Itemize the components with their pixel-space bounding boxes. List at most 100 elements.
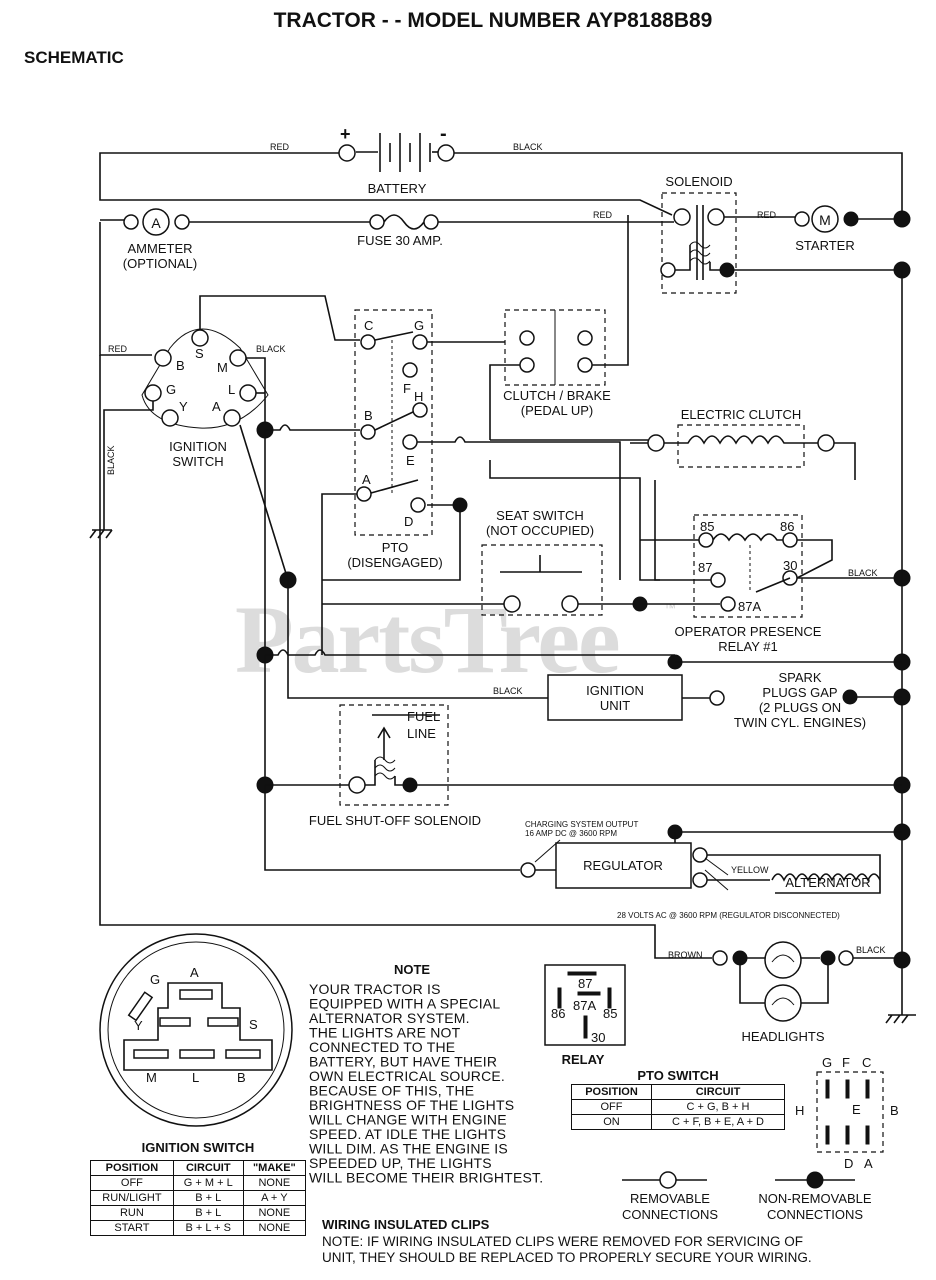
starter-label: STARTER [795,238,854,253]
spark-label-1: SPARK [778,670,821,685]
wire-brown: BROWN [668,950,703,960]
table-row: RUN/LIGHT B + L A + Y [90,1190,307,1206]
spark-label-2: PLUGS GAP [762,685,837,700]
table-cell: G + M + L [172,1175,244,1191]
battery-plus: + [340,124,351,144]
pto-terminal-c: C [364,318,373,333]
relay-diagram-title: RELAY [562,1052,605,1067]
legend-removable-2: CONNECTIONS [622,1207,718,1222]
wire-black-ignunit: BLACK [493,686,523,696]
ign-terminal-b: B [176,358,185,373]
ign-table-header: "MAKE" [242,1160,307,1176]
note-line: BATTERY, BUT HAVE THEIR [309,1054,497,1070]
regulator-label: REGULATOR [583,858,663,873]
pto-terminal-f: F [403,381,411,396]
table-cell: NONE [242,1205,307,1221]
ignition-switch-table-title: IGNITION SWITCH [142,1140,255,1155]
pto-label-1: PTO [382,540,409,555]
alternator: ALTERNATOR [771,873,881,890]
table-row: START B + L + S NONE [90,1220,307,1236]
note-line: SPEEDED UP, THE LIGHTS [309,1155,492,1171]
wire-black-headlights: BLACK [856,945,886,955]
table-cell: RUN/LIGHT [90,1190,174,1206]
electric-clutch-label: ELECTRIC CLUTCH [681,407,802,422]
clutch-brake-label-1: CLUTCH / BRAKE [503,388,611,403]
watermark-tm: ™ [664,601,676,615]
ignition-switch-face: G A Y S M L B [99,933,293,1127]
ignition-unit-label-2: UNIT [600,698,630,713]
ammeter-symbol: A [151,215,161,231]
switch-face-y: Y [134,1018,143,1033]
legend-nonremovable-1: NON-REMOVABLE [758,1191,871,1206]
relay-terminal-85: 85 [700,519,714,534]
wire-black-ground: BLACK [106,445,116,475]
switch-face-a: A [190,965,199,980]
clutch-brake-switch: CLUTCH / BRAKE (PEDAL UP) [503,309,611,418]
ignition-switch: S B M G L Y A IGNITION SWITCH [141,328,269,469]
pto-pin-e: E [852,1102,861,1117]
pto-terminal-e: E [406,453,415,468]
note-line: WILL CHANGE WITH ENGINE [309,1112,507,1128]
headlights-label: HEADLIGHTS [741,1029,824,1044]
seat-switch-label-2: (NOT OCCUPIED) [486,523,594,538]
table-cell: NONE [242,1175,307,1191]
ign-table-header: POSITION [90,1160,174,1176]
note-line: THE LIGHTS ARE NOT [309,1025,461,1041]
table-cell: B + L [172,1190,244,1206]
starter: M STARTER [794,205,859,253]
switch-face-m: M [146,1070,157,1085]
relay-terminal-30: 30 [783,558,797,573]
fuel-solenoid-label: FUEL SHUT-OFF SOLENOID [309,813,481,828]
wire-red-solenoid: RED [593,210,613,220]
wire-red-ign: RED [108,344,128,354]
wire-yellow: YELLOW [731,865,769,875]
note-title: NOTE [394,962,430,977]
page-title: TRACTOR - - MODEL NUMBER AYP8188B89 [274,9,713,32]
clips-line-1: NOTE: IF WIRING INSULATED CLIPS WERE REM… [322,1234,803,1249]
table-cell: ON [571,1114,652,1130]
relay-pin-87: 87 [578,976,592,991]
ammeter-optional: (OPTIONAL) [123,256,197,271]
pto-pin-f: F [842,1055,850,1070]
clutch-brake-label-2: (PEDAL UP) [521,403,593,418]
battery-minus: - [440,123,447,145]
switch-face-g: G [150,972,160,987]
relay-terminal-86: 86 [780,519,794,534]
note-line: EQUIPPED WITH A SPECIAL [309,996,500,1012]
switch-face-l: L [192,1070,199,1085]
ignition-switch-label-2: SWITCH [172,454,223,469]
headlights: HEADLIGHTS [739,941,829,1044]
legend-removable-1: REMOVABLE [630,1191,710,1206]
ign-terminal-m: M [217,360,228,375]
pto-switch-table: POSITION CIRCUIT OFF C + G, B + H ON C +… [571,1084,786,1130]
table-row: ON C + F, B + E, A + D [571,1114,786,1130]
ignition-switch-label-1: IGNITION [169,439,227,454]
ign-terminal-a: A [212,399,221,414]
ign-table-header: CIRCUIT [172,1160,244,1176]
table-cell: RUN [90,1205,174,1221]
pto-pin-c: C [862,1055,871,1070]
table-cell: B + L + S [172,1220,244,1236]
wire-black-relay: BLACK [848,568,878,578]
switch-face-b: B [237,1070,246,1085]
pto-pin-d: D [844,1156,853,1171]
pto-terminal-d: D [404,514,413,529]
pto-pin-b: B [890,1103,899,1118]
pto-table-header: CIRCUIT [650,1084,786,1100]
relay-pin-87a: 87A [573,998,596,1013]
ignition-switch-table: POSITION CIRCUIT "MAKE" OFF G + M + L NO… [90,1160,307,1236]
pto-pin-diagram: G F C E H B D A [795,1055,899,1171]
note-line: CONNECTED TO THE [309,1039,455,1055]
note-line: ALTERNATOR SYSTEM. [309,1010,470,1026]
relay-label-2: RELAY #1 [718,639,778,654]
note-line: OWN ELECTRICAL SOURCE. [309,1068,505,1084]
legend-nonremovable: NON-REMOVABLE CONNECTIONS [758,1171,872,1222]
ammeter [142,208,170,236]
charging-label-2: 16 AMP DC @ 3600 RPM [525,829,617,838]
relay-pin-30: 30 [591,1030,605,1045]
fuse-label: FUSE 30 AMP. [357,233,443,248]
wire-red-battery: RED [270,142,290,152]
pto-pin-h: H [795,1103,804,1118]
